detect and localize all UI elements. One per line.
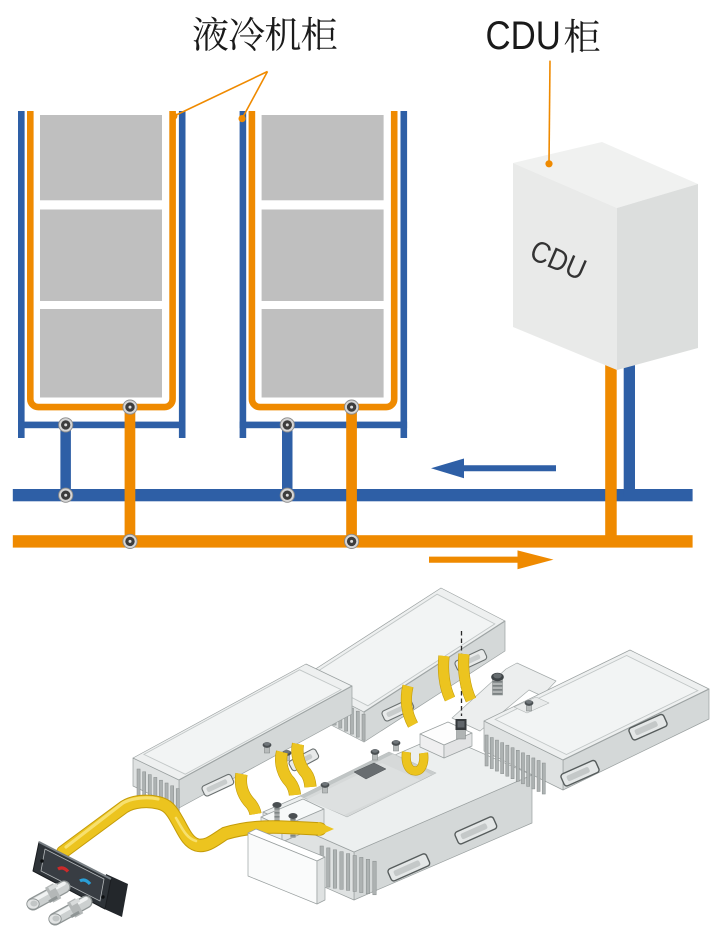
svg-text:CDU: CDU [486, 13, 561, 58]
